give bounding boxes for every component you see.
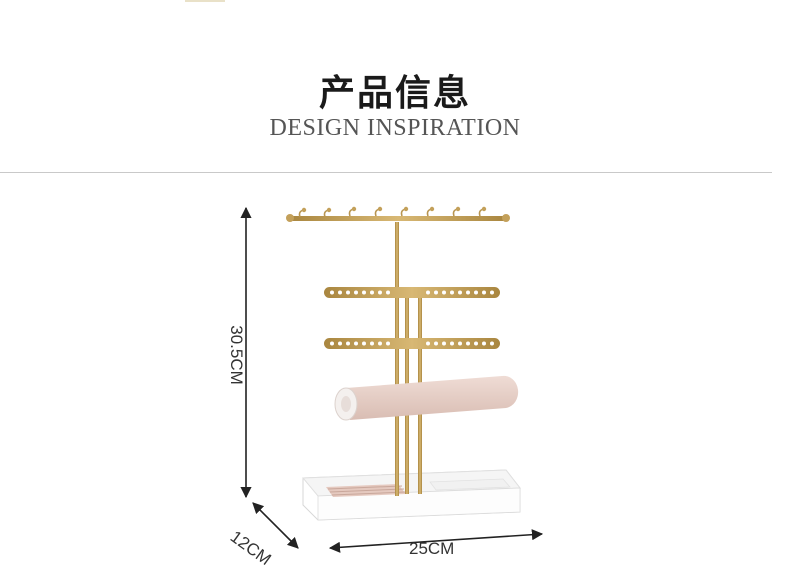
velvet-bracelet-bar bbox=[334, 375, 519, 421]
ring-slots bbox=[326, 484, 406, 497]
width-label: 25CM bbox=[409, 539, 455, 558]
rack-poles bbox=[395, 222, 422, 496]
top-hook-bar bbox=[286, 206, 510, 222]
height-label: 30.5CM bbox=[226, 325, 246, 385]
product-illustration bbox=[240, 206, 544, 553]
depth-arrow bbox=[252, 502, 299, 549]
width-arrow bbox=[328, 529, 544, 553]
earring-bar-upper bbox=[324, 287, 500, 298]
base-tray bbox=[301, 469, 521, 521]
section-title: 产品信息 bbox=[318, 73, 471, 114]
earring-bar-lower bbox=[324, 338, 500, 349]
top-accent-line bbox=[185, 0, 225, 2]
section-subtitle: DESIGN INSPIRATION bbox=[269, 115, 521, 141]
divider-line bbox=[0, 172, 772, 173]
